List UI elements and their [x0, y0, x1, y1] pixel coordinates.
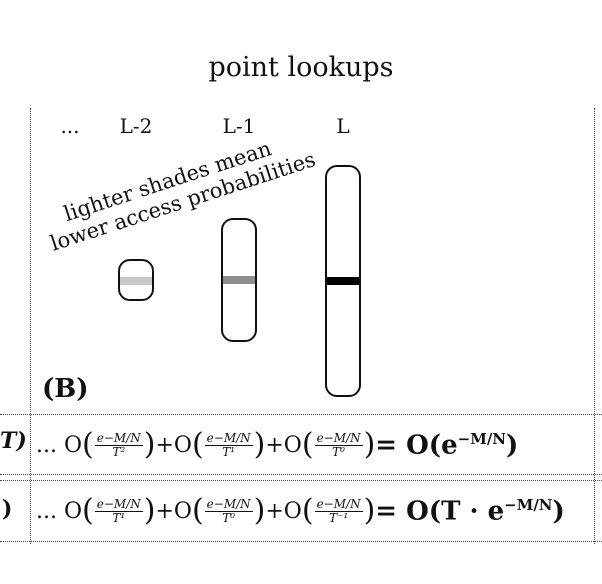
- left-divider: [30, 108, 31, 544]
- row1-top-line: [0, 414, 602, 415]
- run-l-minus-1: [221, 218, 257, 342]
- row1-left-fragment: T): [0, 428, 27, 454]
- access-band-l-minus-1: [223, 276, 255, 284]
- panel-label: (B): [42, 374, 89, 404]
- level-l: L: [336, 114, 350, 138]
- access-band-l-minus-2: [120, 277, 152, 285]
- row1-bottom-line: [0, 474, 602, 475]
- access-band-l: [327, 277, 359, 285]
- chart-title: point lookups: [208, 52, 394, 83]
- level-ellipsis: ...: [60, 114, 80, 138]
- row2-left-fragment: ): [2, 496, 13, 522]
- level-l-minus-1: L-1: [222, 114, 256, 138]
- row2-bottom-line: [0, 541, 602, 542]
- right-divider: [594, 108, 595, 544]
- run-l: [325, 165, 361, 397]
- row2-result: = O(T · e−M/N): [375, 495, 565, 527]
- row1-lead: ... O: [36, 432, 83, 458]
- row1-result: = O(e−M/N): [375, 429, 519, 461]
- shade-annotation: lighter shades mean lower access probabi…: [40, 124, 318, 255]
- level-l-minus-2: L-2: [119, 114, 153, 138]
- run-l-minus-2: [118, 259, 154, 301]
- row2-top-line: [0, 480, 602, 481]
- row2-lead: ... O: [36, 498, 83, 524]
